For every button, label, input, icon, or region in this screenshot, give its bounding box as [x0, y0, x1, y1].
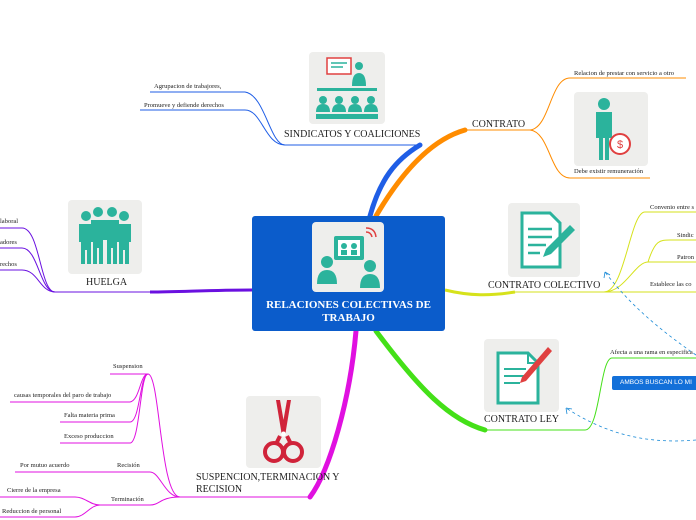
contrato-item[interactable]: Relacion de prestar con servicio a otro: [574, 70, 674, 77]
document-pen-icon: [508, 203, 580, 277]
branch-contrato-colectivo: [444, 288, 516, 297]
relation-note[interactable]: AMBOS BUSCAN LO MI: [612, 376, 696, 390]
terminacion-group-label[interactable]: Terminación: [111, 496, 144, 503]
suspension-item[interactable]: Exceso produccion: [64, 433, 114, 440]
recision-item[interactable]: Por mutuo acuerdo: [20, 462, 70, 469]
suspension-item[interactable]: Falta materia prima: [64, 412, 115, 419]
topic-suspension[interactable]: SUSPENCION,TERMINACION Y RECISION: [196, 472, 340, 495]
branch-huelga: [149, 288, 253, 294]
suspension-item[interactable]: causas temporales del paro de trabajo: [14, 392, 112, 399]
topic-contrato-colectivo[interactable]: CONTRATO COLECTIVO: [488, 280, 601, 291]
presentation-audience-icon: [309, 52, 385, 124]
video-conference-icon: [312, 222, 384, 292]
branch-suspension: [307, 328, 359, 500]
scissors-icon: [246, 396, 321, 468]
svg-text:$: $: [617, 139, 623, 151]
central-topic[interactable]: RELACIONES COLECTIVAS DE TRABAJO: [252, 216, 445, 331]
huelga-item[interactable]: laboral: [0, 218, 19, 225]
branch-contrato: [373, 127, 468, 219]
central-topic-title: RELACIONES COLECTIVAS DE TRABAJO: [266, 299, 431, 324]
recision-group-label[interactable]: Recisión: [117, 462, 140, 469]
topic-huelga[interactable]: HUELGA: [86, 277, 128, 288]
topic-contrato-ley[interactable]: CONTRATO LEY: [484, 414, 560, 425]
sindicatos-item[interactable]: Promueve y defiende derechos: [144, 102, 224, 109]
branch-contrato-ley: [373, 328, 488, 433]
huelga-item[interactable]: adores: [0, 239, 17, 246]
contrato-colectivo-item[interactable]: Patron: [677, 254, 694, 261]
contrato-ley-item[interactable]: Afecta a una rama en especifica: [610, 349, 693, 356]
topic-contrato[interactable]: CONTRATO: [472, 119, 526, 130]
topic-sindicatos[interactable]: SINDICATOS Y COALICIONES: [284, 129, 421, 140]
worker-money-icon: $: [574, 92, 648, 166]
contract-document-icon: [484, 339, 559, 412]
huelga-item[interactable]: rechos: [0, 261, 17, 268]
contrato-colectivo-item[interactable]: Establece las co: [650, 281, 692, 288]
terminacion-item[interactable]: Cierre de la empresa: [7, 487, 61, 494]
terminacion-item[interactable]: Reduccion de personal: [2, 508, 62, 515]
contrato-colectivo-item[interactable]: Convenio entre s: [650, 204, 695, 211]
suspension-group-label[interactable]: Suspension: [113, 363, 143, 370]
contrato-item[interactable]: Debe existir remuneración: [574, 168, 643, 175]
group-of-workers-icon: [68, 200, 142, 274]
sindicatos-item[interactable]: Agrupacion de trabajores,: [154, 83, 222, 90]
branch-sindicatos: [367, 142, 423, 219]
contrato-colectivo-item[interactable]: Sindic: [677, 232, 694, 239]
